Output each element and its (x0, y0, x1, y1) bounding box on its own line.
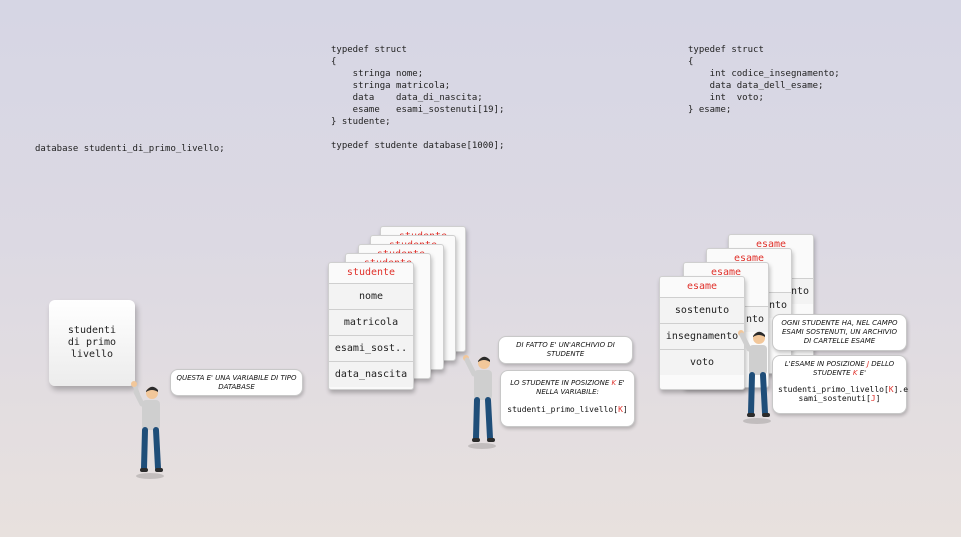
presenter-figure (738, 330, 771, 424)
presenter-figure (131, 381, 164, 479)
code-part: ] (622, 405, 628, 414)
bubble-text: L'ESAME IN POSIZIONE (784, 360, 867, 368)
presenter-figure (463, 355, 496, 449)
bubble-text: OGNI STUDENTE HA, NEL CAMPO ESAMI SOSTEN… (781, 319, 898, 345)
field-data-nascita: data_nascita (329, 361, 413, 387)
studente-card-front: studente nome matricola esami_sost.. dat… (328, 262, 414, 390)
field-sostenuto: sostenuto (660, 297, 744, 323)
bubble-code: studenti_primo_livello[K].e sami_sostenu… (778, 385, 908, 403)
database-declaration: database studenti_di_primo_livello; (35, 144, 225, 154)
index-k: K (852, 369, 858, 377)
bubble-text: E' NELLA VARIABILE: (536, 379, 625, 396)
field-matricola: matricola (329, 309, 413, 335)
index-j: J (866, 360, 870, 368)
speech-bubble-database: QUESTA E' UNA VARIABILE DI TIPO DATABASE (170, 369, 303, 396)
bubble-text: E' (857, 369, 866, 377)
card-header: esame (710, 267, 742, 278)
field-esami-sostenuti: esami_sost.. (329, 335, 413, 361)
bubble-text: DELLO STUDENTE (813, 360, 895, 377)
speech-bubble-esame-j: L'ESAME IN POSIZIONE J DELLO STUDENTE K … (772, 355, 908, 414)
card-header: esame (686, 281, 718, 292)
speech-bubble-archivio: DI FATTO E' UN'ARCHIVIO DI STUDENTE (498, 336, 633, 364)
card-header: esame (755, 239, 787, 250)
code-part: studenti_primo_livello[ (507, 405, 619, 414)
code-part: studenti_primo_livello[ (778, 385, 889, 394)
bubble-code: studenti_primo_livello[K] (506, 405, 629, 414)
bubble-text: DI FATTO E' UN'ARCHIVIO DI STUDENTE (516, 341, 615, 358)
index-k: K (611, 379, 617, 387)
field-voto: voto (660, 349, 744, 375)
index-k: K (888, 385, 894, 394)
speech-bubble-studente-k: LO STUDENTE IN POSIZIONE K E' NELLA VARI… (500, 370, 635, 427)
bubble-text: QUESTA E' UNA VARIABILE DI TIPO DATABASE (176, 374, 297, 391)
field-insegnamento: insegnamento (660, 323, 744, 349)
database-block: studenti di primo livello (49, 300, 135, 386)
code-part: ].e sami_sostenuti[ (798, 385, 909, 403)
esame-card-front: esame sostenuto insegnamento voto (659, 276, 745, 390)
studente-struct-code: typedef struct { stringa nome; stringa m… (331, 45, 505, 151)
code-part: ] (875, 394, 881, 403)
index-k: K (618, 405, 623, 414)
speech-bubble-cartelle-esame: OGNI STUDENTE HA, NEL CAMPO ESAMI SOSTEN… (772, 314, 907, 351)
field-nome: nome (329, 283, 413, 309)
card-header: esame (733, 253, 765, 264)
esame-struct-code: typedef struct { int codice_insegnamento… (688, 45, 840, 115)
bubble-text: LO STUDENTE IN POSIZIONE (510, 379, 612, 387)
database-block-label: studenti di primo livello (67, 325, 117, 360)
index-j: J (870, 394, 876, 403)
card-header: studente (346, 267, 396, 278)
